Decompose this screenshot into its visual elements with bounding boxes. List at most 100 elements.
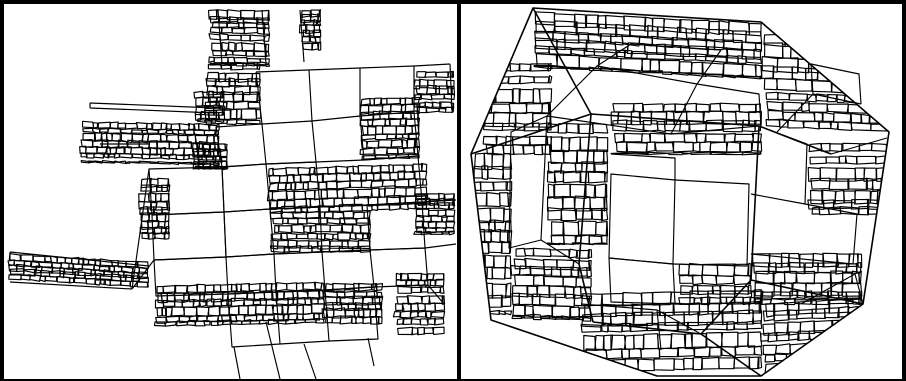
- brick-cell: [622, 349, 630, 358]
- brick-cell: [406, 188, 415, 197]
- brick-cell: [231, 298, 245, 306]
- brick-cell: [766, 92, 778, 99]
- brick-cell: [165, 322, 176, 326]
- brick-cell: [800, 254, 814, 268]
- brick-cell: [697, 286, 713, 295]
- brick-cell: [749, 23, 761, 35]
- brick-cell: [826, 60, 842, 75]
- brick-cell: [338, 233, 351, 240]
- brick-cell: [548, 243, 560, 245]
- brick-cell: [303, 43, 313, 50]
- brick-cell: [549, 76, 552, 83]
- brick-cell: [748, 285, 751, 293]
- brick-cell: [238, 73, 252, 82]
- brick-cell: [297, 234, 308, 239]
- brick-cell: [681, 286, 693, 295]
- brick-cell: [483, 137, 497, 145]
- brick-cell: [237, 120, 246, 125]
- brick-cell: [95, 280, 100, 285]
- brick-cell: [376, 126, 383, 135]
- brick-cell: [880, 70, 891, 83]
- brick-cell: [133, 154, 143, 158]
- brick-cell: [227, 120, 237, 125]
- brick-cell: [473, 242, 489, 253]
- brick-cell: [602, 324, 608, 332]
- brick-cell: [768, 110, 783, 120]
- brick-cell: [780, 120, 788, 128]
- brick-cell: [846, 292, 860, 298]
- brick-cell: [510, 104, 527, 114]
- brick-cell: [692, 275, 703, 285]
- brick-cell: [723, 121, 743, 132]
- brick-cell: [552, 222, 565, 235]
- brick-cell: [209, 306, 220, 316]
- brick-cell: [576, 251, 589, 259]
- brick-cell: [565, 286, 575, 298]
- brick-cell: [607, 359, 625, 371]
- brick-cell: [581, 325, 601, 333]
- brick-cell: [492, 267, 505, 279]
- brick-cell: [266, 51, 269, 56]
- brick-cell: [855, 61, 862, 75]
- brick-cell: [799, 353, 809, 360]
- brick-cell: [287, 233, 297, 239]
- brick-cell: [762, 57, 777, 73]
- brick-cell: [885, 47, 892, 62]
- brick-cell: [367, 141, 379, 148]
- brick-cell: [478, 295, 486, 307]
- brick-cell: [509, 76, 521, 84]
- brick-cell: [446, 216, 454, 221]
- brick-cell: [288, 219, 299, 224]
- brick-cell: [679, 264, 689, 275]
- brick-cell: [837, 330, 851, 338]
- brick-cell: [584, 360, 594, 372]
- brick-cell: [812, 45, 834, 60]
- brick-cell: [512, 293, 519, 304]
- brick-cell: [742, 64, 756, 76]
- brick-cell: [488, 166, 504, 179]
- brick-cell: [426, 108, 439, 113]
- brick-cell: [241, 35, 251, 41]
- brick-cell: [519, 293, 532, 304]
- brick-cell: [624, 133, 642, 142]
- brick-cell: [100, 129, 109, 132]
- brick-cell: [624, 16, 646, 30]
- brick-cell: [563, 221, 579, 235]
- brick-cell: [801, 103, 809, 112]
- brick-cell: [702, 357, 719, 369]
- brick-cell: [513, 145, 524, 155]
- brick-cell: [830, 144, 842, 152]
- brick-cell: [289, 246, 301, 252]
- brick-cell: [428, 80, 435, 88]
- brick-cell: [248, 102, 260, 108]
- brick-cell: [540, 295, 556, 306]
- brick-cell: [244, 27, 257, 33]
- brick-cell: [184, 155, 189, 159]
- brick-cell: [699, 304, 708, 315]
- brick-cell: [300, 246, 312, 253]
- brick-cell: [485, 64, 495, 71]
- brick-cell: [270, 211, 281, 219]
- brick-cell: [375, 148, 388, 155]
- brick-cell: [530, 266, 545, 275]
- brick-cell: [157, 287, 163, 293]
- brick-cell: [819, 341, 838, 351]
- brick-cell: [738, 332, 748, 347]
- brick-cell: [747, 321, 762, 329]
- brick-cell: [743, 76, 761, 79]
- brick-cell: [674, 359, 684, 370]
- brick-cell: [520, 76, 534, 84]
- brick-cell: [551, 137, 562, 152]
- brick-cell: [228, 35, 241, 40]
- left-fractal-panel: [4, 4, 457, 379]
- brick-cell: [423, 179, 427, 185]
- brick-cell: [695, 54, 706, 61]
- brick-cell: [808, 168, 820, 182]
- brick-cell: [316, 319, 325, 324]
- brick-cell: [182, 300, 194, 308]
- brick-cell: [305, 190, 315, 198]
- brick-cell: [693, 358, 702, 370]
- brick-cell: [156, 300, 164, 308]
- brick-cell: [734, 275, 751, 285]
- brick-cell: [857, 306, 861, 317]
